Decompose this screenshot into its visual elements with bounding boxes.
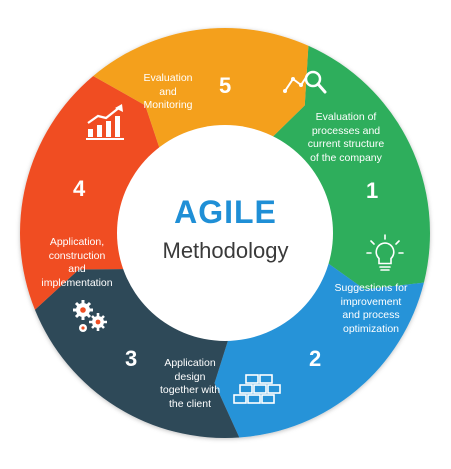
segment-5-number: 5 — [219, 73, 232, 98]
segment-4-number: 4 — [73, 176, 86, 201]
center-circle — [117, 125, 333, 341]
bar-chart-growth-icon — [86, 104, 124, 140]
segment-1-number: 1 — [366, 178, 379, 203]
center-subtitle: Methodology — [162, 238, 289, 263]
segment-3-number: 3 — [125, 346, 138, 371]
segment-2 — [214, 256, 424, 438]
gears-icon — [73, 300, 107, 332]
segment-2-label: Suggestions for improvement and process … — [334, 282, 408, 335]
chart-magnifier-icon — [283, 70, 327, 94]
segment-1-label: Evaluation of processes and current stru… — [307, 111, 385, 164]
segment-3-label: Application design together with the cli… — [159, 357, 221, 410]
lightbulb-icon — [366, 234, 404, 271]
bricks-icon — [233, 374, 281, 404]
segment-4-label: Application, construction and implementa… — [41, 236, 113, 289]
segment-1 — [264, 45, 431, 290]
segment-2-number: 2 — [309, 346, 322, 371]
segment-5-label: Evaluation and Monitoring — [143, 72, 193, 111]
center-title: AGILE — [174, 194, 277, 230]
segment-5 — [93, 28, 309, 160]
